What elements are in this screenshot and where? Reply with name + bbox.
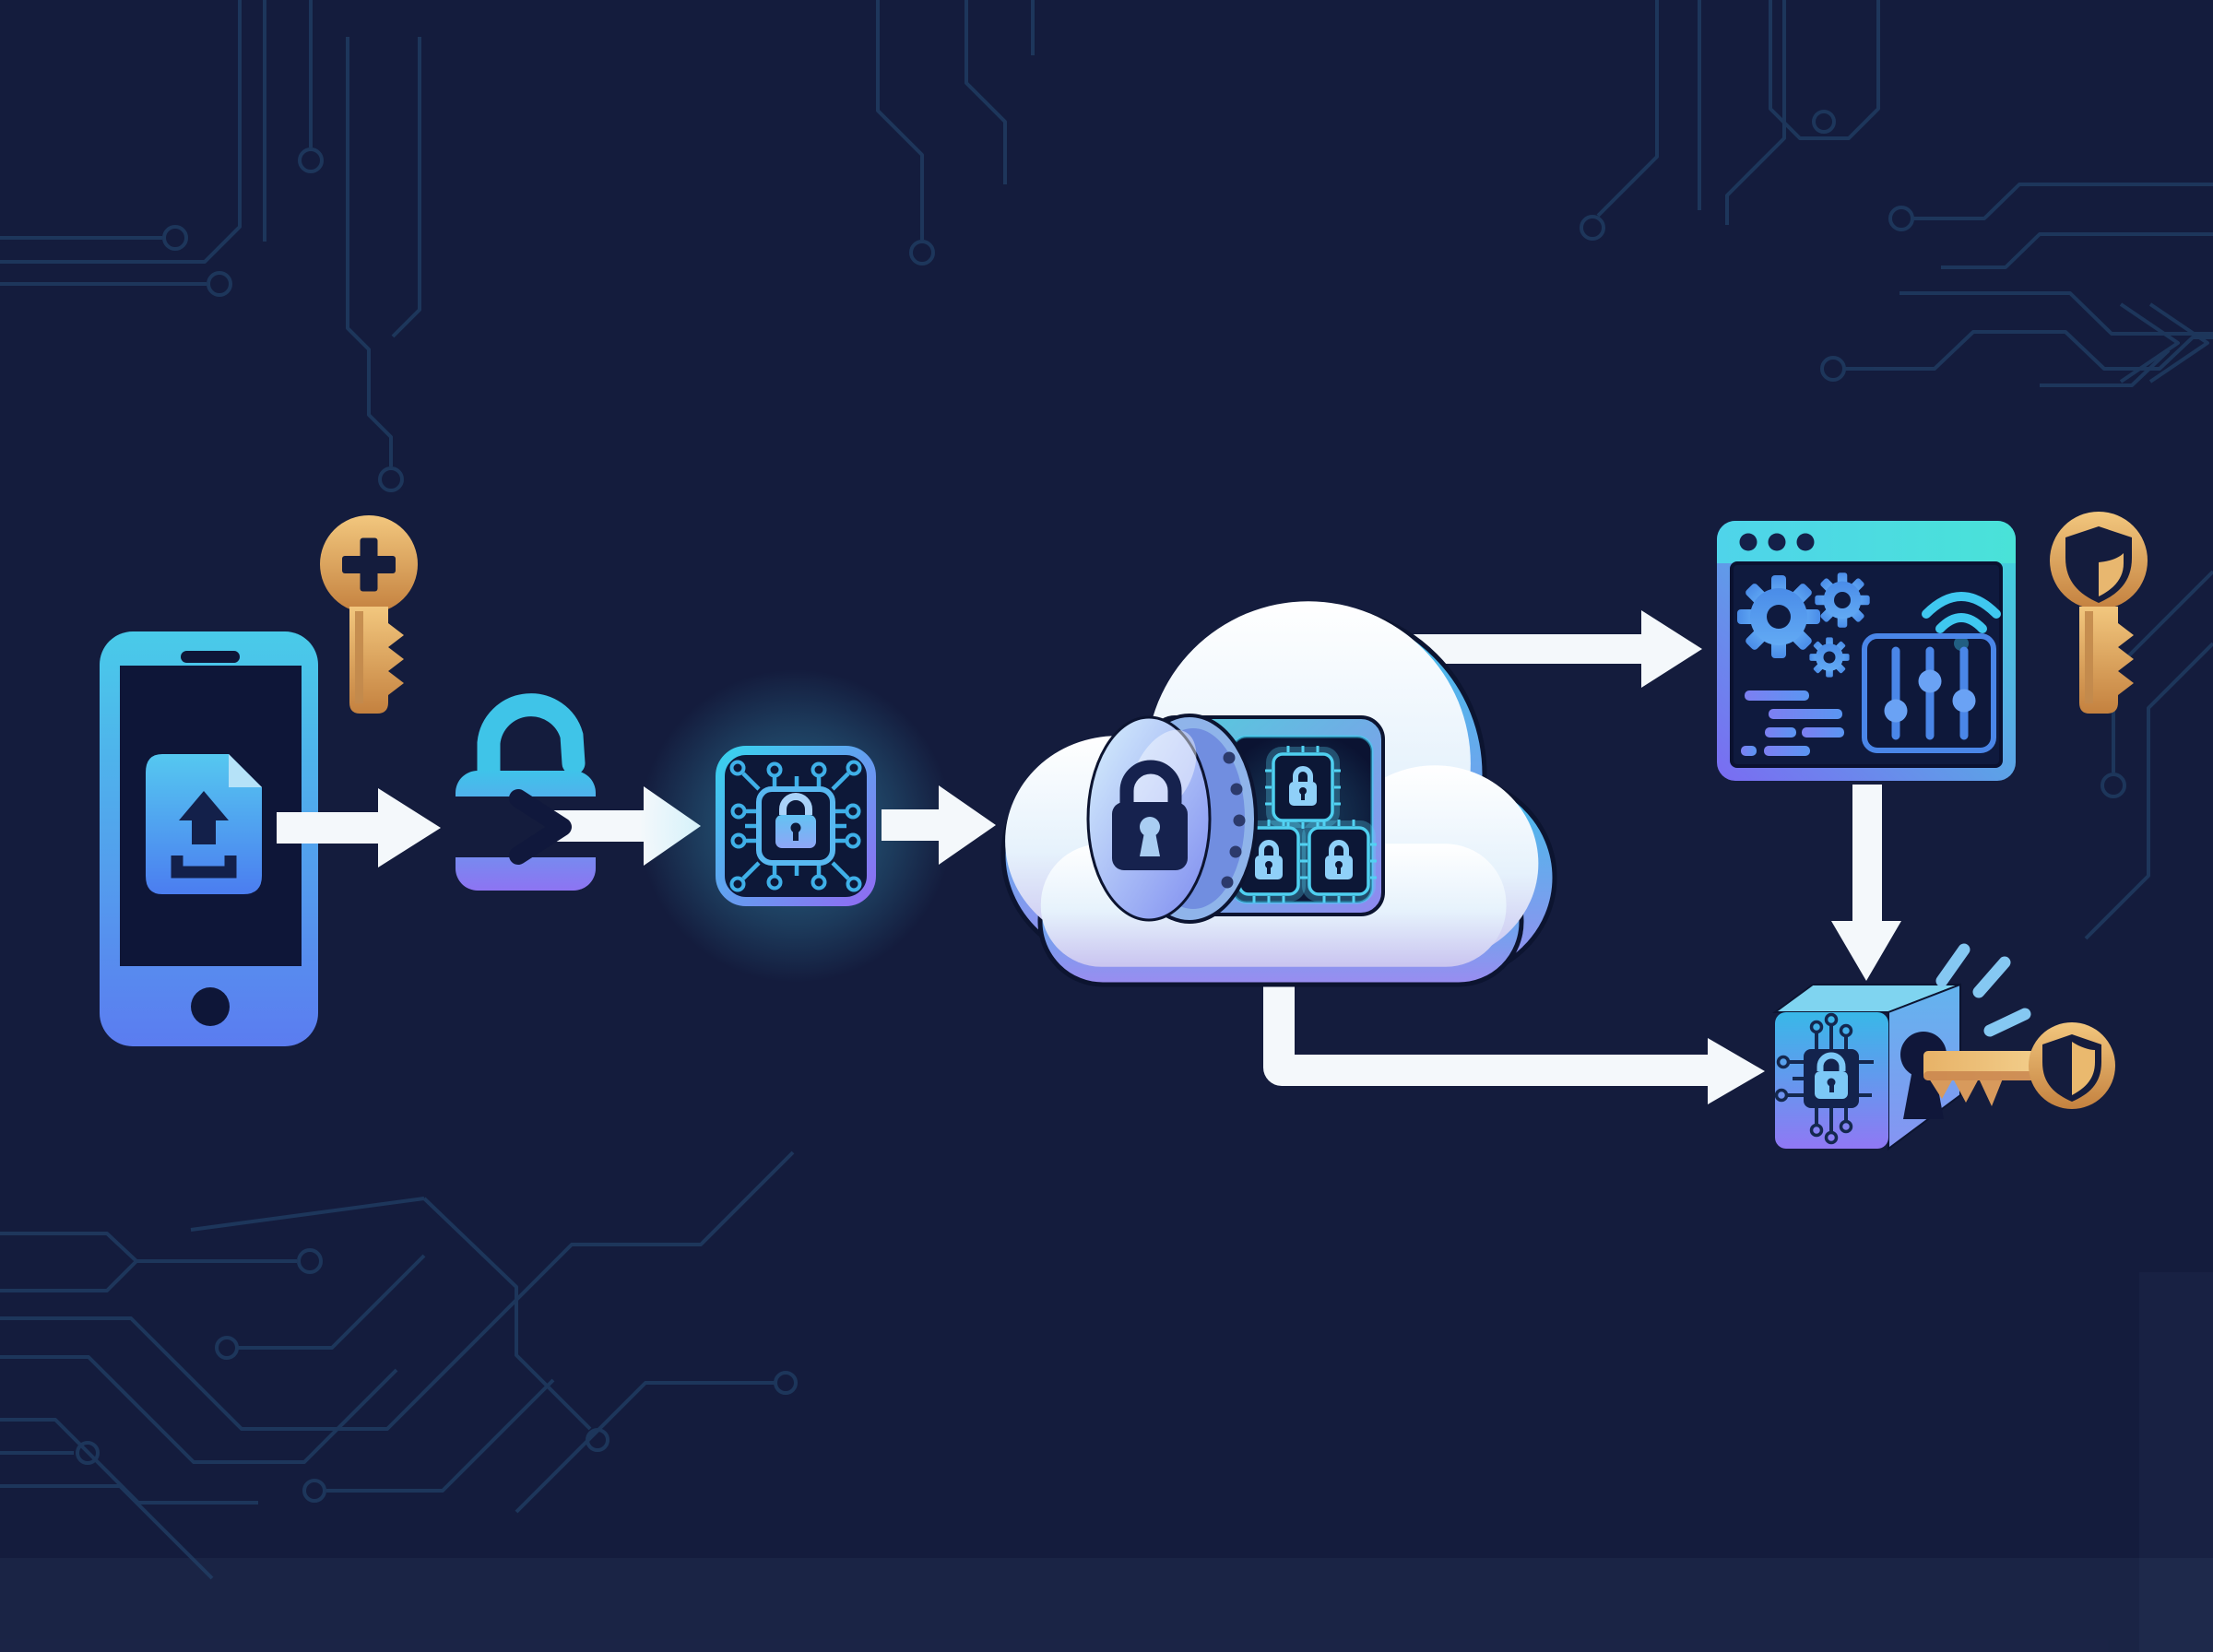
chip-lock-icon	[639, 669, 953, 983]
browser-window-icon	[1717, 521, 2016, 781]
vault-door-rivets	[1221, 751, 1246, 889]
key-shield-icon	[2050, 512, 2148, 714]
chip-cube-icon	[1771, 983, 1961, 1150]
phone-home-button	[191, 987, 230, 1026]
phone-speaker	[181, 651, 240, 663]
encrypted-chip-icon	[1301, 820, 1377, 903]
cloud-icon	[1003, 601, 1555, 985]
arrow-device-to-lock	[277, 788, 441, 867]
text-lines	[1741, 690, 1844, 756]
arrow-cloud-to-decrypt	[1263, 959, 1765, 1104]
vault-icon	[1086, 714, 1390, 924]
key-plus-icon	[320, 515, 418, 714]
smartphone-icon	[100, 631, 318, 1046]
arrow-chevron-icon	[509, 789, 572, 865]
sliders-icon	[1862, 633, 1996, 753]
floor-band	[0, 1558, 2213, 1652]
key-shield-horizontal-icon	[1923, 1022, 2115, 1109]
vault-door-icon	[1086, 714, 1258, 924]
edge-band	[2139, 1272, 2213, 1652]
window-dots	[1739, 533, 1815, 551]
sparkle-icon	[1935, 943, 2031, 1037]
encrypted-chip-icon	[1265, 746, 1341, 829]
padlock-icon	[450, 693, 701, 891]
arrow-dashboard-to-decrypt	[1831, 785, 1901, 981]
circuit-traces-decoration	[0, 0, 2213, 1580]
file-upload-icon	[146, 754, 262, 894]
arrow-chip-to-cloud	[882, 785, 996, 865]
